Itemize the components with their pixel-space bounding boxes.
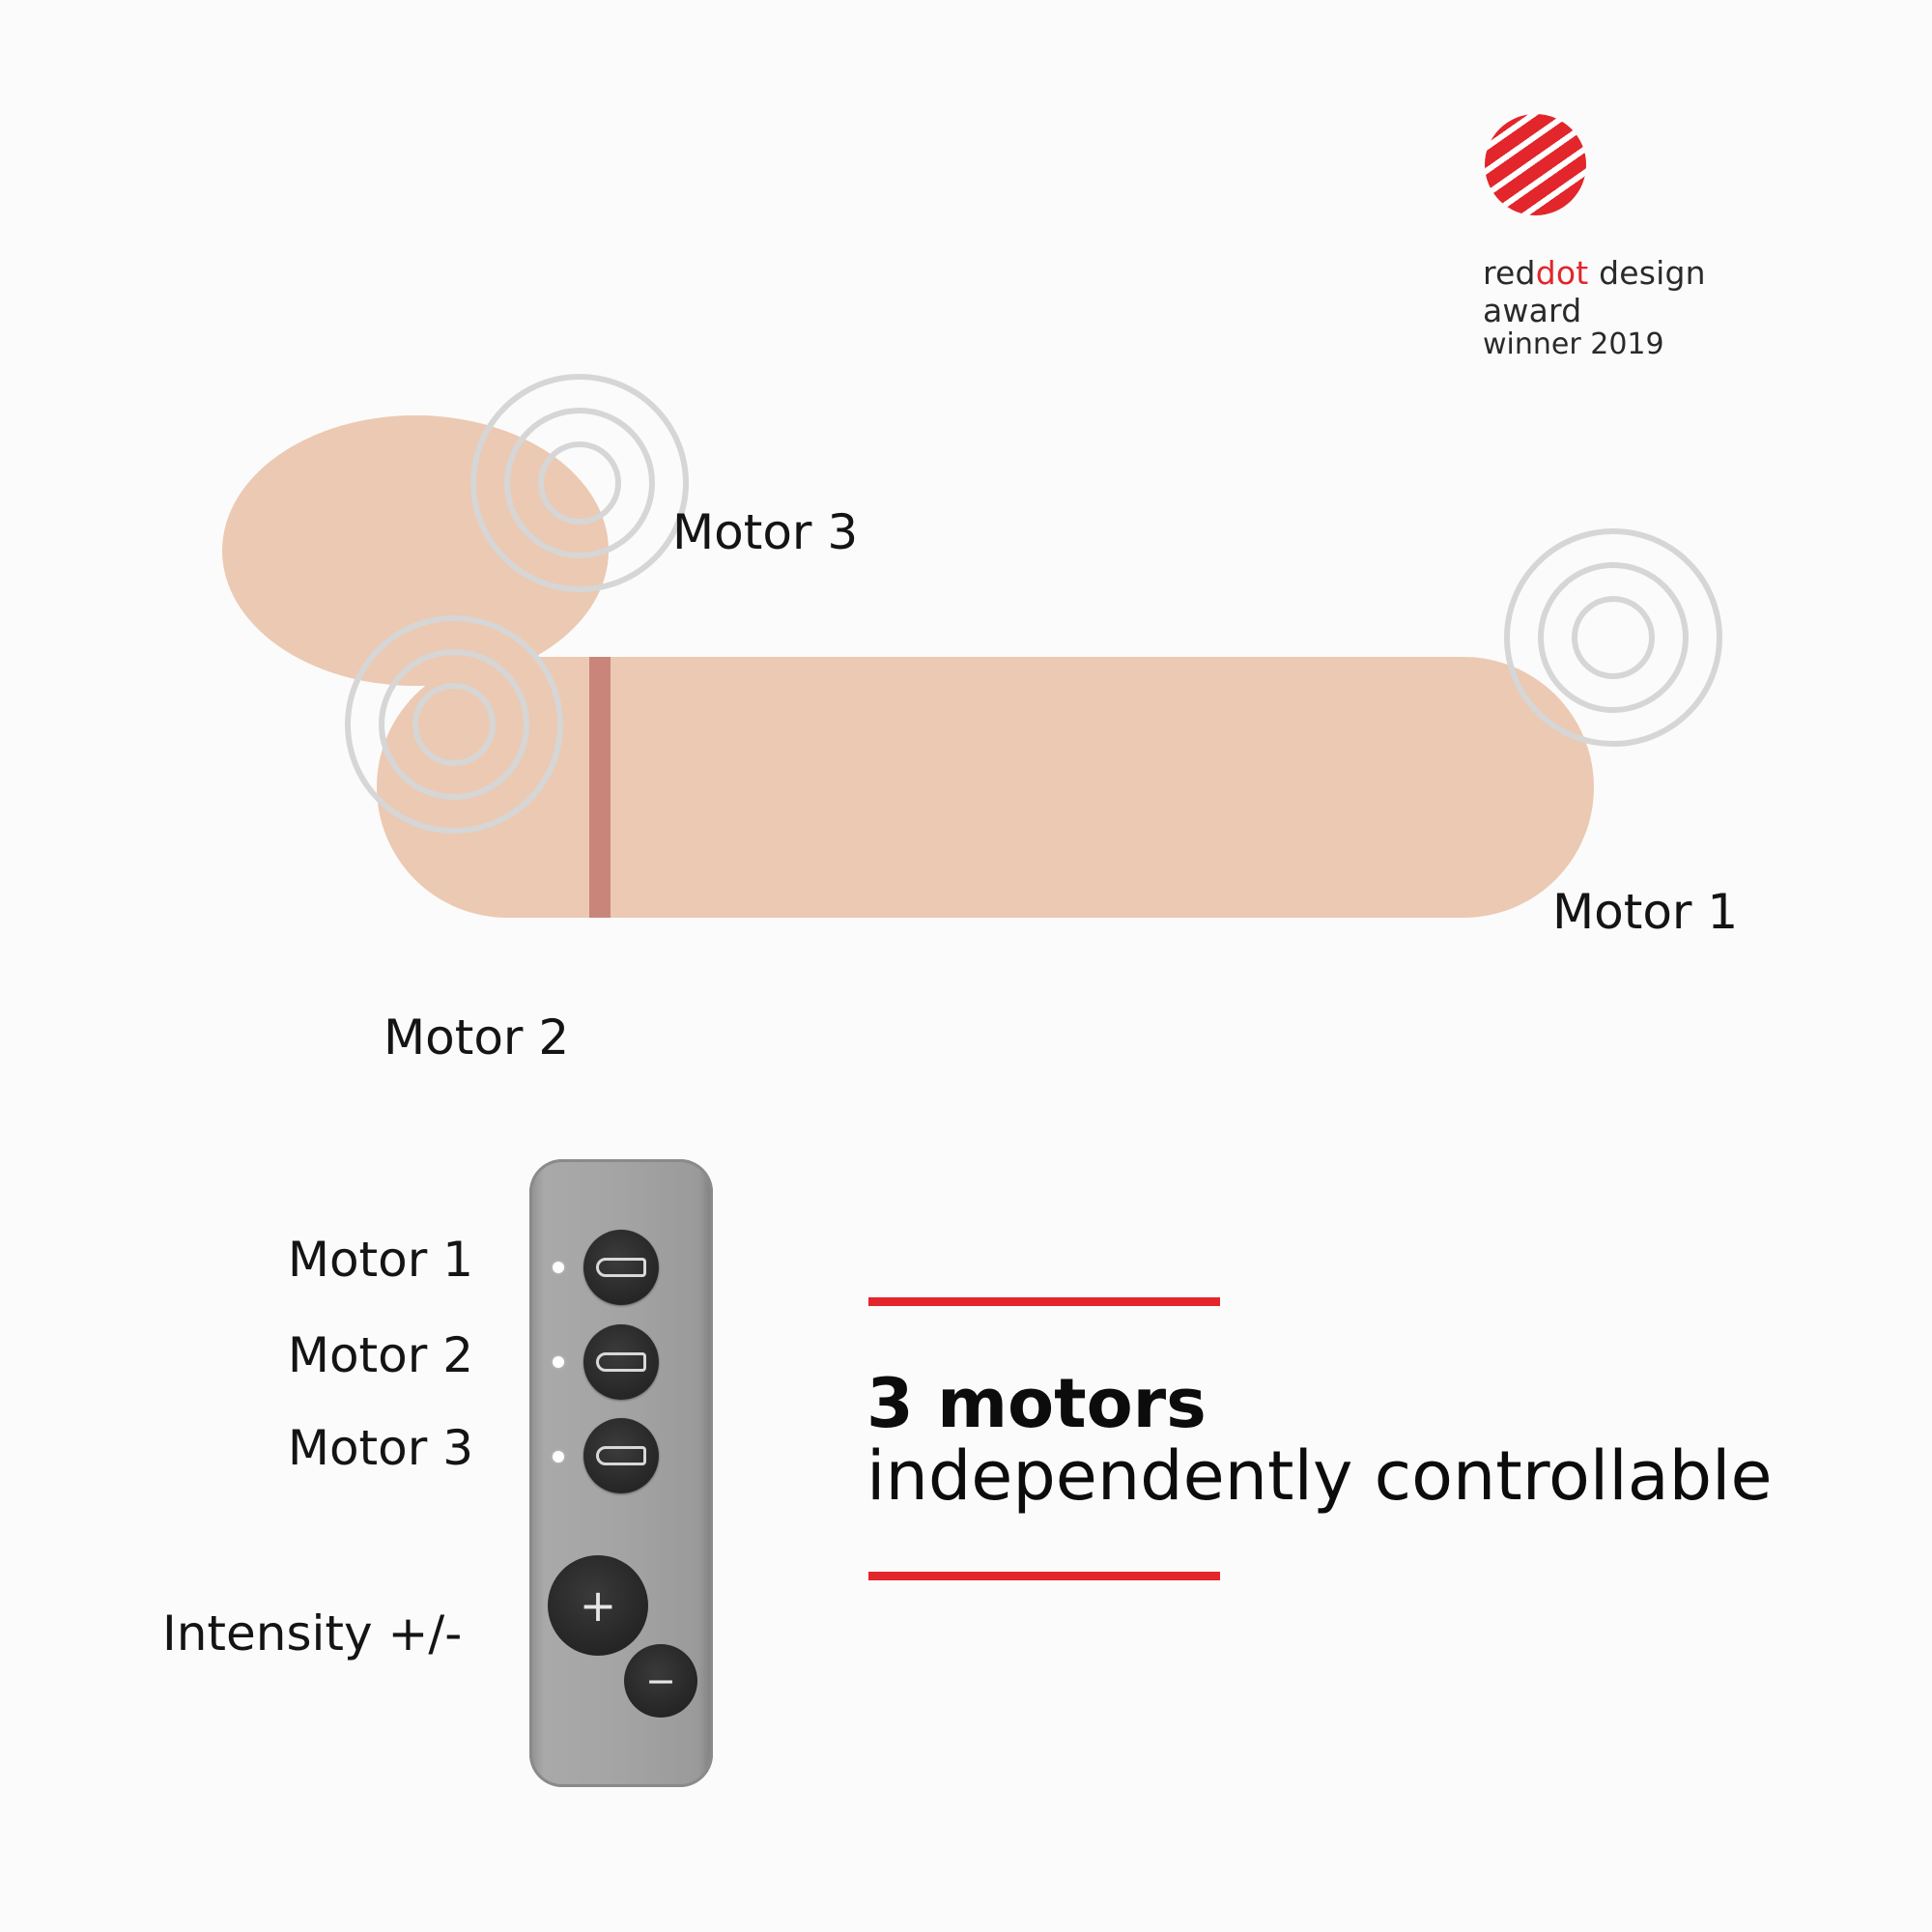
motor-2-glyph-icon bbox=[596, 1352, 646, 1372]
intensity-minus-button[interactable]: − bbox=[624, 1644, 697, 1718]
motor-1-led-icon bbox=[553, 1262, 564, 1273]
callout-headline: 3 motors bbox=[867, 1364, 1207, 1443]
award-year: winner 2019 bbox=[1483, 327, 1664, 361]
product-shape-icon bbox=[222, 374, 1722, 918]
motor-3-label: Motor 3 bbox=[672, 504, 859, 560]
motor-2-led-icon bbox=[553, 1356, 564, 1368]
motor-3-glyph-icon bbox=[596, 1446, 646, 1465]
award-badge: reddot design award winner 2019 bbox=[1483, 114, 1811, 361]
remote-label-motor-3: Motor 3 bbox=[287, 1420, 473, 1476]
reddot-ball-icon bbox=[1485, 114, 1586, 215]
motor-2-label: Motor 2 bbox=[384, 1009, 570, 1065]
callout-subline: independently controllable bbox=[867, 1436, 1773, 1516]
motor-1-button[interactable] bbox=[583, 1230, 659, 1305]
remote-control: + − bbox=[529, 1159, 713, 1787]
motor-1-label: Motor 1 bbox=[1552, 884, 1739, 940]
intensity-plus-button[interactable]: + bbox=[548, 1555, 648, 1656]
motor-2-button[interactable] bbox=[583, 1324, 659, 1400]
remote-label-motor-2: Motor 2 bbox=[287, 1327, 473, 1383]
callout-rule-bottom bbox=[868, 1572, 1220, 1580]
motor-3-button[interactable] bbox=[583, 1418, 659, 1493]
remote-label-intensity: Intensity +/- bbox=[162, 1605, 463, 1662]
award-title-rest: design award bbox=[1483, 254, 1706, 329]
product-illustration-placeholder bbox=[145, 367, 1729, 1024]
motor-1-glyph-icon bbox=[596, 1258, 646, 1277]
award-brand-dot: dot bbox=[1535, 254, 1589, 292]
motor-3-led-icon bbox=[553, 1451, 564, 1463]
callout-rule-top bbox=[868, 1297, 1220, 1306]
award-brand-red: red bbox=[1483, 254, 1536, 292]
award-title: reddot design award bbox=[1483, 254, 1811, 329]
remote-label-motor-1: Motor 1 bbox=[287, 1232, 473, 1288]
